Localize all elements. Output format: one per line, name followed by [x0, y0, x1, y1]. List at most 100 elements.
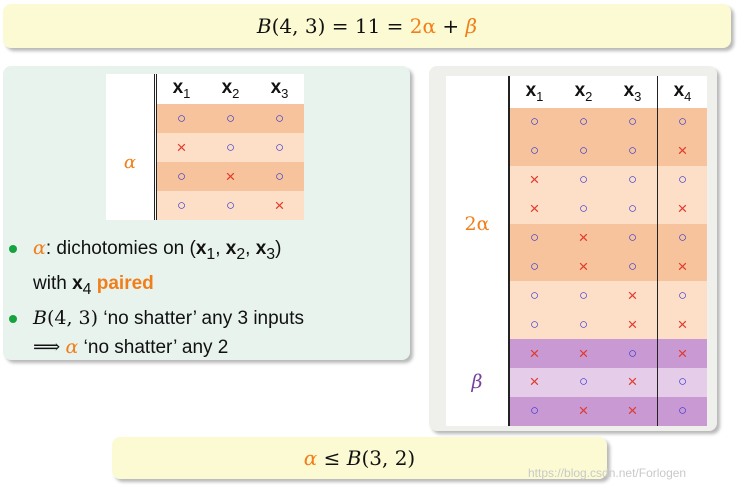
full-dichotomy-panel: x1 x2 x3 x4 2α○○○○○○○××○○○×○○×○×○○○×○×○○…: [429, 66, 717, 431]
circle-symbol: ○: [578, 373, 589, 391]
circle-icon: ○: [206, 133, 255, 162]
circle-symbol: ○: [176, 109, 187, 127]
full-table-body: 2α○○○○○○○××○○○×○○×○×○○○×○×○○×○○○××β××○××…: [446, 108, 707, 426]
alpha-header-x3-base: x: [270, 77, 282, 99]
circle-symbol: ○: [225, 109, 236, 127]
conclusion-formula-box: α ≤ B(3, 2): [112, 437, 607, 479]
implies-arrow-icon: ⟹: [33, 335, 61, 358]
circle-symbol: ○: [529, 113, 540, 131]
cross-icon: ×: [559, 252, 608, 282]
bullet-text: : dichotomies on (: [45, 238, 196, 259]
circle-symbol: ○: [578, 142, 589, 160]
circle-symbol: ○: [225, 196, 236, 214]
cross-symbol: ×: [677, 343, 688, 363]
cross-symbol: ×: [677, 314, 688, 334]
alpha-table-row: ○×○: [106, 162, 304, 191]
bullet-item-alpha: α: dichotomies on (x1, x2, x3): [9, 234, 304, 269]
circle-symbol: ○: [627, 257, 638, 275]
cross-symbol: ×: [529, 343, 540, 363]
circle-icon: ○: [509, 252, 559, 282]
cross-symbol: ×: [529, 170, 540, 190]
cross-icon: ×: [559, 396, 608, 426]
full-table-row: ○×○○: [446, 223, 707, 253]
bullet-x4: x: [72, 272, 83, 294]
cross-symbol: ×: [627, 285, 638, 305]
cross-symbol: ×: [225, 166, 236, 186]
circle-icon: ○: [559, 194, 608, 224]
full-table-corner: [446, 76, 510, 108]
bullet-comma: ,: [215, 238, 226, 259]
circle-symbol: ○: [677, 113, 688, 131]
circle-icon: ○: [608, 223, 658, 253]
circle-symbol: ○: [578, 315, 589, 333]
bullet-comma: ,: [245, 238, 256, 259]
full-table-header-row: x1 x2 x3 x4: [446, 76, 707, 108]
circle-icon: ○: [657, 396, 707, 426]
title-plus: +: [436, 14, 466, 38]
full-table-container: x1 x2 x3 x4 2α○○○○○○○××○○○×○○×○×○○○×○×○○…: [446, 76, 707, 426]
circle-icon: ○: [608, 339, 658, 369]
cross-icon: ×: [608, 310, 658, 340]
alpha-header-x3-sub: 3: [281, 85, 289, 101]
cross-symbol: ×: [578, 343, 589, 363]
circle-symbol: ○: [627, 113, 638, 131]
cross-symbol: ×: [529, 199, 540, 219]
bullet-x2: x: [225, 238, 237, 259]
cross-icon: ×: [608, 396, 658, 426]
circle-icon: ○: [608, 136, 658, 166]
cross-icon: ×: [559, 339, 608, 369]
alpha-dichotomy-table: x1 x2 x3 α○○○×○○○×○○○×: [106, 74, 304, 220]
bullet-list: α: dichotomies on (x1, x2, x3) with x4 p…: [9, 234, 304, 362]
bullet-with: with: [33, 272, 73, 294]
full-header-x1: x1: [509, 76, 559, 108]
circle-icon: ○: [155, 191, 206, 220]
circle-symbol: ○: [677, 373, 688, 391]
cross-icon: ×: [608, 281, 658, 311]
circle-symbol: ○: [274, 109, 285, 127]
title-args: (4, 3): [271, 14, 326, 38]
conclusion-b-function: B: [346, 446, 362, 470]
circle-icon: ○: [608, 252, 658, 282]
bullet-b-function: B: [33, 306, 47, 329]
bullet-x3: x: [255, 238, 267, 259]
circle-icon: ○: [559, 281, 608, 311]
conclusion-args: (3, 2): [361, 446, 416, 470]
full-header-x2-base: x: [574, 80, 586, 102]
circle-symbol: ○: [677, 402, 688, 420]
alpha-table-row: ×○○: [106, 133, 304, 162]
circle-icon: ○: [255, 133, 304, 162]
circle-icon: ○: [559, 108, 608, 137]
bullet-paired: paired: [96, 272, 154, 294]
circle-icon: ○: [155, 104, 206, 133]
circle-icon: ○: [608, 165, 658, 195]
bullet-x3-sub: 3: [266, 245, 276, 263]
circle-icon: ○: [559, 136, 608, 166]
full-header-x1-base: x: [525, 80, 537, 102]
circle-icon: ○: [608, 108, 658, 137]
alpha-header-x1-sub: 1: [183, 85, 191, 101]
bullet-x2-sub: 2: [236, 245, 246, 263]
alpha-header-x1-base: x: [172, 77, 184, 99]
circle-symbol: ○: [677, 286, 688, 304]
circle-symbol: ○: [627, 171, 638, 189]
alpha-table-corner: [106, 74, 157, 104]
title-two-alpha: 2α: [409, 14, 437, 38]
full-header-x3: x3: [608, 76, 658, 108]
circle-symbol: ○: [529, 142, 540, 160]
circle-symbol: ○: [627, 142, 638, 160]
circle-icon: ○: [509, 396, 559, 426]
circle-icon: ○: [559, 165, 608, 195]
circle-icon: ○: [657, 281, 707, 311]
cross-symbol: ×: [677, 141, 688, 161]
alpha-header-x2-sub: 2: [232, 85, 240, 101]
bullet-b-args: (4, 3): [46, 306, 99, 329]
circle-icon: ○: [608, 194, 658, 224]
cross-symbol: ×: [578, 256, 589, 276]
cross-symbol: ×: [578, 228, 589, 247]
circle-symbol: ○: [274, 167, 285, 185]
circle-symbol: ○: [529, 229, 540, 246]
circle-symbol: ○: [529, 257, 540, 275]
alpha-explanation-panel: x1 x2 x3 α○○○×○○○×○○○× α: dichotomies on…: [3, 66, 410, 360]
circle-icon: ○: [206, 191, 255, 220]
full-table-row: ○○××: [446, 310, 707, 340]
